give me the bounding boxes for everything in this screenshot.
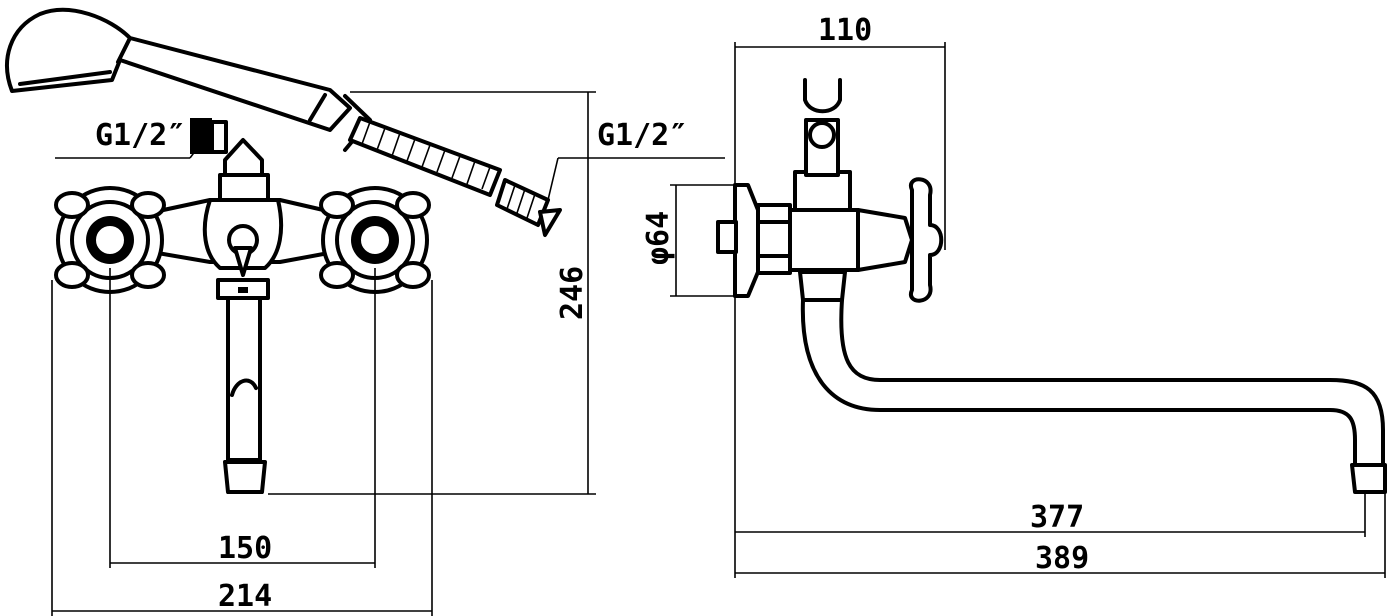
dim-214-label: 214 xyxy=(218,579,272,614)
side-spout xyxy=(798,270,1387,494)
shower-holder xyxy=(803,78,842,177)
front-spout xyxy=(216,278,270,494)
dim-diameter-label: φ64 xyxy=(641,211,676,265)
thread-connector xyxy=(190,118,212,154)
dim-389-label: 389 xyxy=(1035,541,1089,576)
dim-246-label: 246 xyxy=(555,266,590,320)
shower-hose xyxy=(348,116,562,237)
thread-label-right: G1/2″ xyxy=(597,118,687,153)
faucet-body xyxy=(138,198,347,277)
diverter xyxy=(218,138,270,202)
dim-150-label: 150 xyxy=(218,531,272,566)
side-view: 110 φ64 377 389 xyxy=(641,13,1387,578)
right-cross-handle xyxy=(319,186,431,294)
side-body xyxy=(788,170,914,272)
shower-head xyxy=(5,7,372,152)
side-handle xyxy=(908,177,944,303)
front-dimensions xyxy=(51,91,725,616)
connector-nut xyxy=(210,120,228,154)
wall-flange xyxy=(716,183,760,298)
thread-label-left: G1/2″ xyxy=(95,118,185,153)
dim-110-label: 110 xyxy=(818,13,872,48)
side-dimensions xyxy=(670,42,1386,578)
front-view: G1/2″ G1/2″ 150 214 246 xyxy=(5,7,725,616)
dim-377-label: 377 xyxy=(1030,500,1084,535)
hex-nut xyxy=(756,203,792,275)
